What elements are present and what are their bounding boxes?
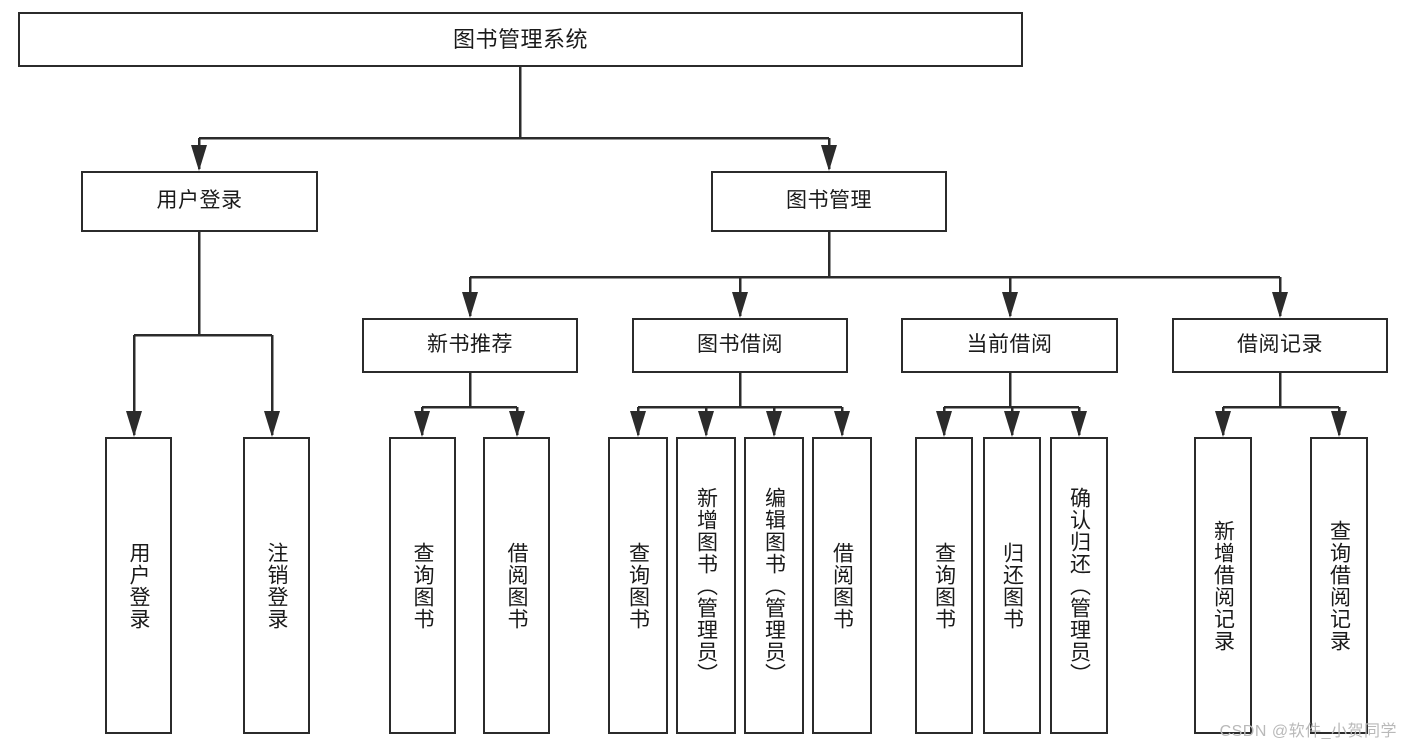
node-user-login[interactable]: 用户登录 [81, 171, 318, 232]
node-leaf-cur-confirm[interactable]: 确认归还（管理员） [1050, 437, 1108, 734]
node-label-leaf-borrow-query: 查询图书 [626, 541, 650, 630]
node-label-leaf-rec-query: 查询图书 [411, 541, 434, 630]
node-label-book-manage: 图书管理 [786, 189, 872, 213]
conn-book-manage-arrowhead-1 [732, 292, 748, 318]
node-new-book-rec[interactable]: 新书推荐 [362, 318, 578, 373]
conn-new-book-rec-arrowhead-1 [509, 411, 525, 437]
conn-current-borrow-arrowhead-1 [1004, 411, 1020, 437]
node-leaf-rec-query[interactable]: 查询图书 [389, 437, 456, 734]
node-leaf-rec-borrow[interactable]: 借阅图书 [483, 437, 550, 734]
node-label-leaf-borrow-lend: 借阅图书 [830, 541, 854, 630]
node-leaf-user-login[interactable]: 用户登录 [105, 437, 172, 734]
conn-book-borrow-arrowhead-0 [630, 411, 646, 437]
node-label-leaf-rec-query2: 查询借阅记录 [1327, 519, 1351, 652]
node-label-leaf-borrow-add: 新增图书（管理员） [694, 486, 718, 685]
node-leaf-borrow-lend[interactable]: 借阅图书 [812, 437, 872, 734]
node-label-root: 图书管理系统 [452, 26, 588, 52]
conn-root-arrowhead-1 [821, 145, 837, 171]
node-label-leaf-user-login: 用户登录 [127, 541, 150, 630]
conn-borrow-record-arrowhead-1 [1331, 411, 1347, 437]
node-label-leaf-rec-borrow: 借阅图书 [505, 541, 528, 630]
conn-borrow-record-arrowhead-0 [1215, 411, 1231, 437]
node-book-borrow[interactable]: 图书借阅 [632, 318, 848, 373]
node-label-leaf-cur-return: 归还图书 [1000, 541, 1024, 630]
conn-root-arrowhead-0 [191, 145, 207, 171]
conn-book-borrow-arrowhead-3 [834, 411, 850, 437]
node-root[interactable]: 图书管理系统 [18, 12, 1023, 67]
node-book-manage[interactable]: 图书管理 [711, 171, 947, 232]
node-leaf-borrow-query[interactable]: 查询图书 [608, 437, 668, 734]
conn-current-borrow-arrowhead-0 [936, 411, 952, 437]
node-leaf-user-logout[interactable]: 注销登录 [243, 437, 310, 734]
node-leaf-borrow-add[interactable]: 新增图书（管理员） [676, 437, 736, 734]
conn-book-manage-arrowhead-0 [462, 292, 478, 318]
node-leaf-rec-query2[interactable]: 查询借阅记录 [1310, 437, 1368, 734]
node-label-new-book-rec: 新书推荐 [427, 333, 513, 357]
conn-current-borrow-arrowhead-2 [1071, 411, 1087, 437]
conn-new-book-rec-arrowhead-0 [414, 411, 430, 437]
watermark-label: CSDN @软件_小贺同学 [1219, 723, 1397, 740]
node-label-borrow-record: 借阅记录 [1237, 333, 1323, 357]
node-label-leaf-rec-add: 新增借阅记录 [1211, 519, 1235, 652]
conn-user-login-arrowhead-0 [126, 411, 142, 437]
node-label-current-borrow: 当前借阅 [966, 333, 1053, 357]
node-label-leaf-cur-confirm: 确认归还（管理员） [1067, 486, 1091, 685]
node-label-book-borrow: 图书借阅 [697, 333, 783, 357]
conn-book-manage-arrowhead-2 [1002, 292, 1018, 318]
node-label-leaf-cur-query: 查询图书 [932, 541, 956, 630]
node-label-user-login: 用户登录 [156, 189, 243, 213]
node-leaf-cur-query[interactable]: 查询图书 [915, 437, 973, 734]
node-label-leaf-borrow-edit: 编辑图书（管理员） [762, 486, 786, 685]
conn-book-borrow-arrowhead-1 [698, 411, 714, 437]
node-leaf-borrow-edit[interactable]: 编辑图书（管理员） [744, 437, 804, 734]
node-leaf-rec-add[interactable]: 新增借阅记录 [1194, 437, 1252, 734]
conn-book-manage-arrowhead-3 [1272, 292, 1288, 318]
conn-book-borrow-arrowhead-2 [766, 411, 782, 437]
node-current-borrow[interactable]: 当前借阅 [901, 318, 1118, 373]
node-borrow-record[interactable]: 借阅记录 [1172, 318, 1388, 373]
node-label-leaf-user-logout: 注销登录 [265, 541, 288, 630]
conn-user-login-arrowhead-1 [264, 411, 280, 437]
node-leaf-cur-return[interactable]: 归还图书 [983, 437, 1041, 734]
